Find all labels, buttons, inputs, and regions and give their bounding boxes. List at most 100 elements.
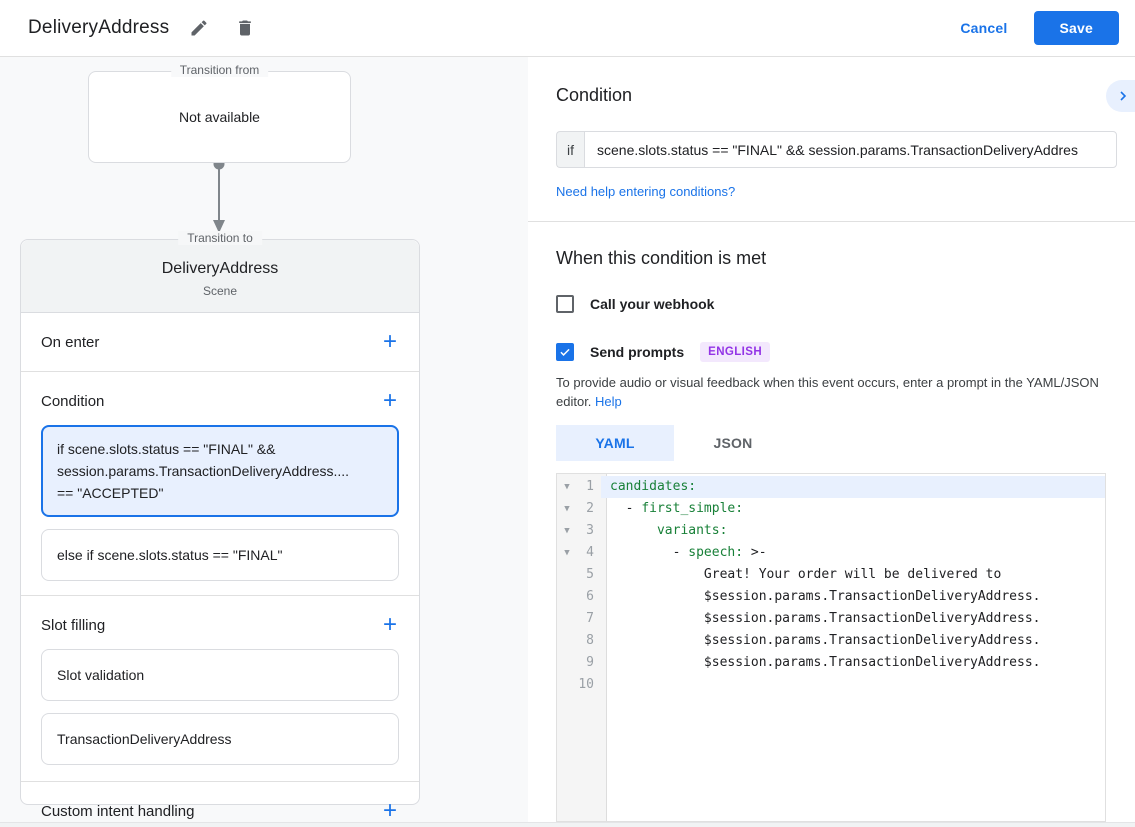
- scene-card-header: DeliveryAddress Scene: [21, 240, 419, 313]
- top-bar: DeliveryAddress Cancel Save: [0, 0, 1135, 57]
- fold-spacer: [557, 630, 577, 652]
- fold-arrow-icon[interactable]: ▼: [564, 482, 570, 492]
- trash-icon: [235, 18, 255, 38]
- condition-title: Condition: [556, 85, 633, 105]
- code-line-text: - first_simple:: [610, 501, 744, 516]
- line-number: 4: [586, 545, 594, 560]
- send-prompts-row: Send prompts ENGLISH: [556, 342, 1117, 362]
- prompts-description-text: To provide audio or visual feedback when…: [556, 375, 1099, 409]
- webhook-checkbox[interactable]: [556, 295, 574, 313]
- add-on-enter-icon[interactable]: +: [382, 328, 397, 355]
- save-button[interactable]: Save: [1033, 11, 1119, 45]
- slot-item-validation[interactable]: Slot validation: [41, 649, 399, 701]
- transition-from-legend: Transition from: [170, 63, 269, 77]
- fold-spacer: [557, 564, 577, 586]
- editor-line[interactable]: 8 $session.params.TransactionDeliveryAdd…: [557, 630, 1105, 652]
- cancel-button[interactable]: Cancel: [960, 20, 1008, 36]
- if-prefix-label: if: [556, 131, 584, 168]
- code-line-text: $session.params.TransactionDeliveryAddre…: [610, 655, 1041, 670]
- editor-line[interactable]: 5 Great! Your order will be delivered to: [557, 564, 1105, 586]
- webhook-row: Call your webhook: [556, 295, 1117, 313]
- add-condition-icon[interactable]: +: [382, 387, 397, 414]
- condition-item-selected[interactable]: if scene.slots.status == "FINAL" && sess…: [41, 425, 399, 517]
- arrow-down-icon: [213, 158, 225, 233]
- code-line-text: $session.params.TransactionDeliveryAddre…: [610, 633, 1041, 648]
- code-line-text: variants:: [656, 523, 728, 538]
- code-line-text: - speech: >-: [610, 545, 767, 560]
- line-number: 2: [586, 501, 594, 516]
- transition-to-legend: Transition to: [178, 231, 262, 245]
- editor-line[interactable]: ▼ 4 - speech: >-: [557, 542, 1105, 564]
- editor-gutter: [557, 474, 607, 821]
- delete-scene-button[interactable]: [229, 12, 261, 44]
- line-number: 1: [586, 479, 594, 494]
- code-line-text: candidates:: [601, 476, 1105, 498]
- editor-line[interactable]: ▼ 1 candidates:: [557, 476, 1105, 498]
- condition-section-label: Condition: [41, 392, 105, 410]
- line-number: 5: [586, 567, 594, 582]
- code-editor-lines: ▼ 1 candidates: ▼ 2 - first_simple: ▼3 varian…: [557, 474, 1105, 696]
- slot-item-address[interactable]: TransactionDeliveryAddress: [41, 713, 399, 765]
- line-number: 10: [578, 677, 594, 692]
- code-line-text: $session.params.TransactionDeliveryAddre…: [610, 589, 1041, 604]
- code-line-text: [601, 674, 1105, 696]
- format-tabs: YAML JSON: [556, 425, 1117, 461]
- editor-line[interactable]: 7 $session.params.TransactionDeliveryAdd…: [557, 608, 1105, 630]
- slot-filling-section: Slot filling + Slot validation Transacti…: [21, 596, 419, 782]
- condition-item-else[interactable]: else if scene.slots.status == "FINAL": [41, 529, 399, 581]
- fold-spacer: [557, 674, 577, 696]
- fold-spacer: [557, 608, 577, 630]
- when-met-title: When this condition is met: [556, 248, 767, 268]
- chevron-right-icon: [1119, 91, 1126, 101]
- scene-name: DeliveryAddress: [161, 260, 279, 277]
- fold-spacer: [557, 652, 577, 674]
- condition-help-link[interactable]: Need help entering conditions?: [556, 184, 736, 199]
- code-line-text: $session.params.TransactionDeliveryAddre…: [610, 611, 1041, 626]
- condition-expression-input[interactable]: [584, 131, 1117, 168]
- editor-line[interactable]: ▼3 variants:: [557, 520, 1105, 542]
- page-title: DeliveryAddress: [28, 17, 170, 38]
- editor-line[interactable]: ▼ 2 - first_simple:: [557, 498, 1105, 520]
- main-split: Transition from Not available Transition…: [0, 57, 1135, 827]
- transition-from-box: Transition from Not available: [88, 63, 351, 163]
- condition-input-section: Condition if Need help entering conditio…: [528, 57, 1135, 221]
- editor-line[interactable]: 9 $session.params.TransactionDeliveryAdd…: [557, 652, 1105, 674]
- fold-arrow-icon[interactable]: ▼: [564, 526, 570, 536]
- webhook-label: Call your webhook: [590, 296, 715, 312]
- send-prompts-label: Send prompts: [590, 344, 685, 360]
- condition-input-row: if: [556, 131, 1117, 168]
- page-bottom-scrollbar[interactable]: [0, 822, 1135, 827]
- tab-yaml[interactable]: YAML: [556, 425, 674, 461]
- line-number: 6: [586, 589, 594, 604]
- prompts-help-link[interactable]: Help: [595, 394, 622, 409]
- add-custom-intent-icon[interactable]: +: [382, 797, 397, 824]
- line-number: 9: [586, 655, 594, 670]
- condition-section: Condition + if scene.slots.status == "FI…: [21, 372, 419, 596]
- line-number: 7: [586, 611, 594, 626]
- code-line-text: Great! Your order will be delivered to: [610, 567, 1002, 582]
- add-slot-icon[interactable]: +: [382, 611, 397, 638]
- on-enter-section: On enter +: [21, 313, 419, 372]
- transition-arrow: [211, 158, 227, 234]
- fold-spacer: [557, 586, 577, 608]
- on-enter-label: On enter: [41, 333, 100, 351]
- check-icon: [560, 348, 570, 356]
- fold-arrow-icon[interactable]: ▼: [564, 504, 570, 514]
- fold-arrow-icon[interactable]: ▼: [564, 548, 570, 558]
- condition-editor-panel: Condition if Need help entering conditio…: [528, 57, 1135, 827]
- custom-intent-label: Custom intent handling: [41, 802, 195, 820]
- prompts-description: To provide audio or visual feedback when…: [556, 373, 1117, 411]
- slot-filling-label: Slot filling: [41, 616, 106, 634]
- transition-from-value: Not available: [179, 109, 260, 125]
- scene-diagram-panel: Transition from Not available Transition…: [0, 57, 528, 827]
- edit-title-button[interactable]: [183, 12, 215, 44]
- editor-line[interactable]: 10: [557, 674, 1105, 696]
- yaml-code-editor[interactable]: ▼ 1 candidates: ▼ 2 - first_simple: ▼3 varian…: [556, 473, 1106, 822]
- tab-json[interactable]: JSON: [713, 435, 753, 451]
- pencil-icon: [189, 18, 209, 38]
- transition-to-card: Transition to DeliveryAddress Scene On e…: [20, 231, 420, 823]
- collapse-panel-button[interactable]: [1106, 80, 1135, 112]
- line-number: 8: [586, 633, 594, 648]
- editor-line[interactable]: 6 $session.params.TransactionDeliveryAdd…: [557, 586, 1105, 608]
- send-prompts-checkbox[interactable]: [556, 343, 574, 361]
